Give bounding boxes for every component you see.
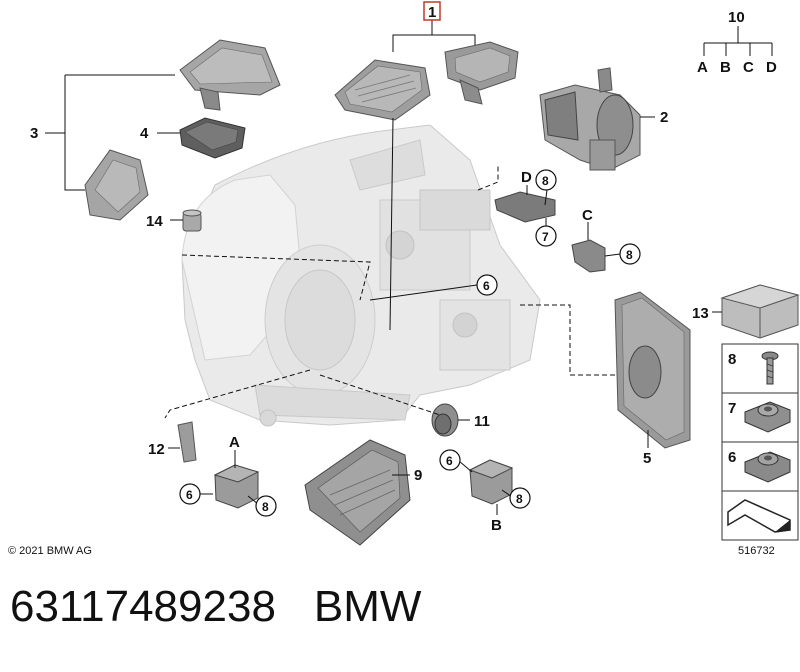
tree-label-a: A (697, 59, 708, 76)
label-part-13: 13 (692, 305, 709, 322)
label-part-2: 2 (660, 109, 668, 126)
part-d-bracket (494, 191, 556, 223)
brand-name: BMW (313, 582, 422, 631)
gasket-strip-icon (727, 499, 791, 533)
part-1-led-module-right (444, 41, 519, 105)
label-variant-c: C (582, 207, 593, 224)
label-part-9: 9 (414, 467, 422, 484)
label-part-11: 11 (474, 413, 490, 430)
callout-7-near-d: 7 (542, 230, 549, 244)
diagram-number: 516732 (738, 545, 775, 557)
part-3-cover-cap-lower (84, 149, 149, 221)
label-part-5: 5 (643, 450, 651, 467)
callout-6-near-a: 6 (186, 488, 193, 502)
parts-diagram: 1 2 3 4 5 9 10 11 12 13 14 A B C D A B C… (8, 1, 800, 557)
callout-8-near-c: 8 (626, 248, 633, 262)
part-9-frame (304, 439, 411, 546)
part-labels: 1 2 3 4 5 9 10 11 12 13 14 A B C D A B C… (30, 4, 777, 534)
part-1-highlight-box (423, 1, 441, 21)
callout-8-near-a: 8 (262, 500, 269, 514)
footer-caption: 63117489238 BMW (10, 582, 790, 652)
headlight-housing (181, 124, 541, 427)
part-5-led-control-unit (614, 291, 691, 449)
label-part-12: 12 (148, 441, 165, 458)
part-number: 63117489238 (10, 582, 276, 631)
label-variant-b: B (491, 517, 502, 534)
circled-callouts: 8 7 8 6 6 8 6 8 (179, 169, 641, 517)
clip-nut-icon-6 (744, 451, 791, 483)
label-part-14: 14 (146, 213, 163, 230)
part-14-grommet (182, 209, 202, 232)
part-1-led-module-left (334, 59, 431, 121)
tree-label-d: D (766, 59, 777, 76)
part-4-control-unit (179, 117, 246, 159)
callout-6-center: 6 (483, 279, 490, 293)
leader-lines (45, 20, 773, 515)
tree-label-c: C (743, 59, 754, 76)
label-part-4: 4 (140, 125, 149, 142)
part-13-box (720, 284, 800, 339)
label-variant-a: A (229, 434, 240, 451)
part-11-seal (431, 403, 459, 437)
part-2-projector-module (539, 67, 641, 171)
screw-icon (761, 351, 779, 385)
part-a-bracket (213, 464, 260, 509)
part-c-bracket (571, 239, 606, 273)
callout-8-near-b: 8 (516, 492, 523, 506)
tree-label-b: B (720, 59, 731, 76)
part-12-clip (177, 421, 197, 463)
label-part-3: 3 (30, 125, 38, 142)
label-part-10: 10 (728, 9, 745, 26)
callout-8-near-d: 8 (542, 174, 549, 188)
part-3-cover-cap-upper (179, 39, 281, 111)
legend-label-6: 6 (728, 449, 736, 466)
copyright-text: © 2021 BMW AG (8, 545, 92, 557)
clip-nut-icon-7 (744, 401, 791, 433)
part-b-bracket (468, 459, 514, 505)
legend-label-7: 7 (728, 400, 736, 417)
label-part-1: 1 (428, 4, 436, 21)
label-variant-d: D (521, 169, 532, 186)
fastener-legend: 8 7 6 (721, 343, 799, 541)
legend-label-8: 8 (728, 351, 736, 368)
callout-6-near-b: 6 (446, 454, 453, 468)
